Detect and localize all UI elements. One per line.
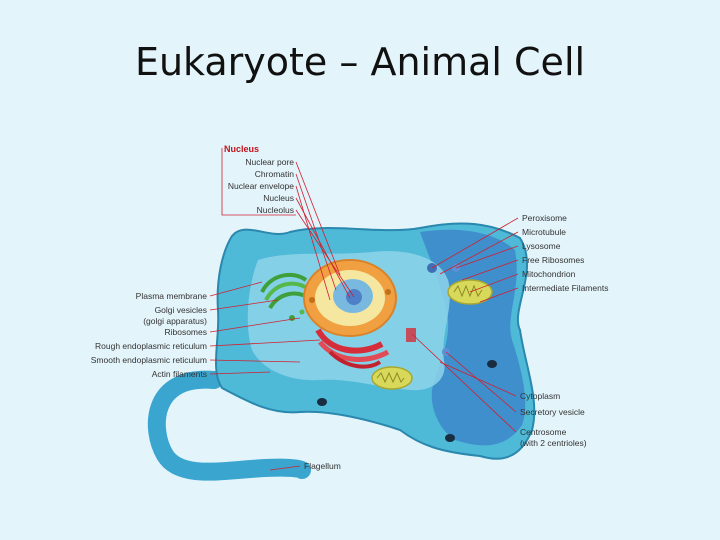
slide-title: Eukaryote – Animal Cell	[134, 40, 586, 84]
label-golgi-apparatus: (golgi apparatus)	[143, 316, 207, 326]
secretory-vesicle-3	[445, 434, 455, 442]
mitochondrion-lower	[371, 366, 413, 390]
label-centrosome: Centrosome	[520, 427, 567, 437]
label-smooth-er: Smooth endoplasmic reticulum	[91, 355, 207, 365]
label-nuclear-envelope: Nuclear envelope	[228, 181, 294, 191]
label-free-ribosomes: Free Ribosomes	[522, 255, 584, 265]
label-mitochondrion: Mitochondrion	[522, 269, 576, 279]
flagellum	[147, 370, 311, 481]
label-golgi-vesicles: Golgi vesicles	[155, 305, 207, 315]
label-secretory-vesicle: Secretory vesicle	[520, 407, 585, 417]
label-ribosomes: Ribosomes	[164, 327, 207, 337]
label-actin-filaments: Actin filaments	[152, 369, 207, 379]
secretory-vesicle-2	[487, 360, 497, 368]
label-intermediate-filaments: Intermediate Filaments	[522, 283, 608, 293]
label-nucleolus: Nucleolus	[257, 205, 294, 215]
label-centrioles: (with 2 centrioles)	[520, 438, 587, 448]
rough-endoplasmic-reticulum	[315, 328, 390, 369]
label-nuclear-pore: Nuclear pore	[245, 157, 294, 167]
label-rough-er: Rough endoplasmic reticulum	[95, 341, 207, 351]
label-peroxisome: Peroxisome	[522, 213, 567, 223]
label-lysosome: Lysosome	[522, 241, 561, 251]
label-cytoplasm: Cytoplasm	[520, 391, 560, 401]
label-flagellum: Flagellum	[304, 461, 341, 471]
leader-lines	[209, 148, 519, 471]
nucleus-group-heading: Nucleus	[224, 144, 259, 154]
secretory-vesicle	[317, 398, 327, 406]
label-nucleus: Nucleus	[263, 193, 294, 203]
centrosome	[406, 328, 416, 342]
label-plasma-membrane: Plasma membrane	[136, 291, 208, 301]
label-chromatin: Chromatin	[255, 169, 294, 179]
label-microtubule: Microtubule	[522, 227, 566, 237]
